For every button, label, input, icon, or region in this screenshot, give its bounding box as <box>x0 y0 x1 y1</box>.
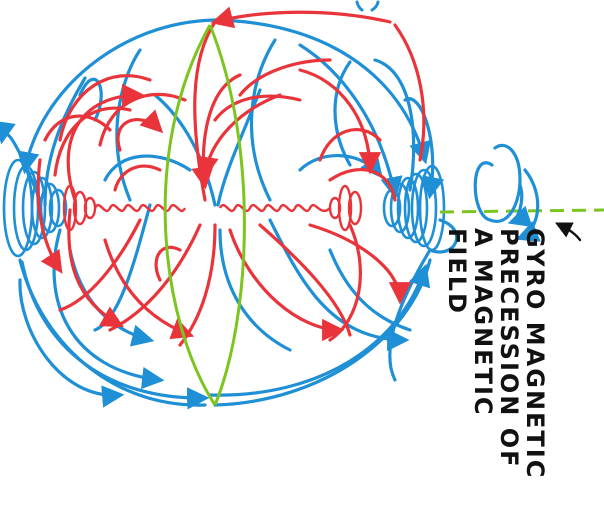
pointer-arrow-icon <box>558 224 580 240</box>
caption-line-1: GYRO MAGNETIC <box>522 228 548 479</box>
caption-block: GYRO MAGNETIC PRECESSION OF A MAGNETIC F… <box>444 228 548 479</box>
precession-rotation-arrow-icon <box>475 145 537 238</box>
caption-line-3: A MAGNETIC <box>470 228 496 479</box>
top-blue-marks <box>357 2 378 10</box>
caption-line-4: FIELD <box>444 228 470 479</box>
caption-line-2: PRECESSION OF <box>496 228 522 479</box>
